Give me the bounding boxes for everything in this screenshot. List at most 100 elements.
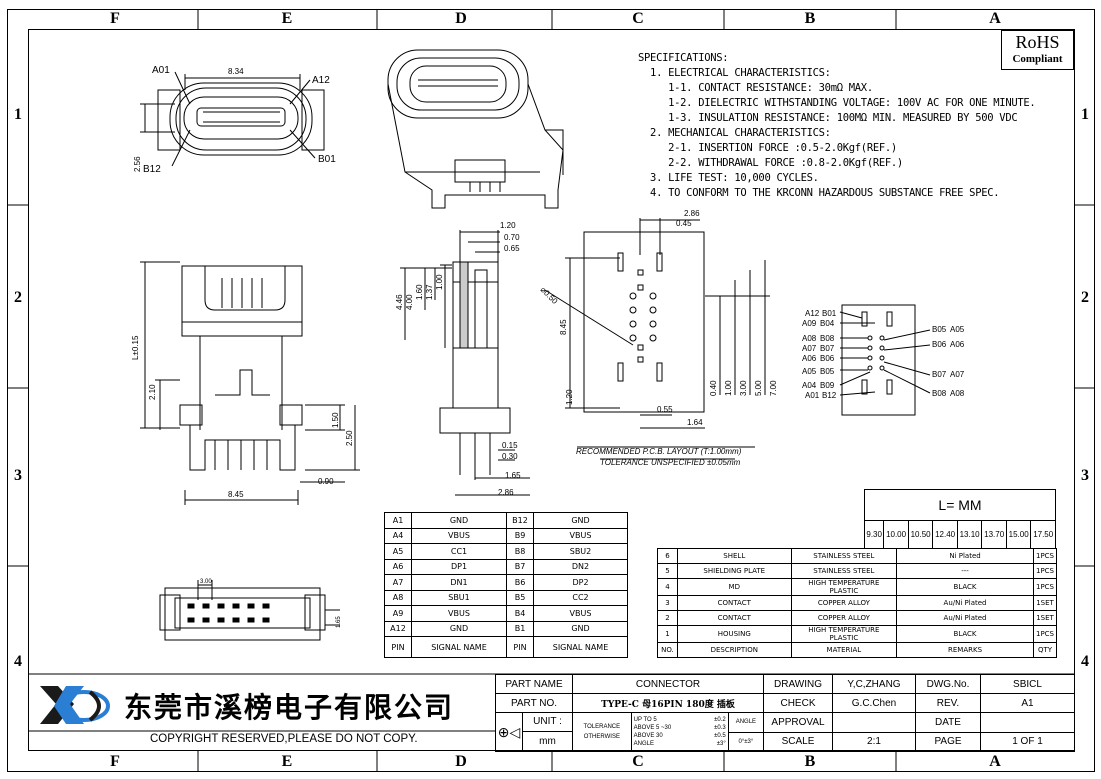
length-value: 10.50 — [907, 520, 934, 549]
dim-pcb-top: 2.86 — [684, 209, 700, 218]
outer-frame — [7, 9, 1095, 772]
pin-label-left: B08 — [820, 334, 835, 343]
projection-icon: ⊕◁ — [497, 723, 521, 740]
zone-bottom-b: B — [804, 753, 816, 770]
bottom-view — [159, 580, 340, 641]
pin-label-left: B09 — [820, 381, 835, 390]
company-logo — [40, 686, 110, 724]
zone-top-e: E — [281, 10, 293, 27]
dim-mid-e: 0.30 — [502, 452, 518, 461]
label-a01: A01 — [152, 65, 170, 76]
length-value: 12.40 — [932, 520, 958, 549]
dim-side-width: 8.45 — [228, 490, 244, 499]
dim-bottom: 3.00 — [200, 579, 212, 585]
zone-bottom-c: C — [632, 753, 644, 770]
dim-side-c: 2.50 — [345, 430, 354, 446]
pin-label-right: B08 — [932, 389, 947, 398]
dim-front-width: 8.34 — [228, 67, 244, 76]
dim-pcb-v4: 7.00 — [769, 380, 778, 396]
spec-line: 1-3. INSULATION RESISTANCE: 100MΩ MIN. M… — [638, 112, 1018, 124]
zone-bottom-e: E — [281, 753, 293, 770]
zone-bottom-d: D — [455, 753, 467, 770]
dim-mid-d: 0.15 — [502, 441, 518, 450]
side-view — [140, 261, 360, 505]
dim-mid-h4: 1.37 — [425, 284, 434, 300]
dim-pcb-v1: 1.00 — [724, 380, 733, 396]
spec-line: 1-1. CONTACT RESISTANCE: 30mΩ MAX. — [638, 82, 873, 94]
drawing-label: DRAWING — [763, 674, 833, 694]
dim-pcb-top2: 0.45 — [676, 219, 692, 228]
specifications-block: SPECIFICATIONS: 1. ELECTRICAL CHARACTERI… — [638, 51, 1036, 201]
pcb-layout — [544, 218, 770, 460]
spec-line: 2-2. WITHDRAWAL FORCE :0.8-2.0Kgf(REF.) — [638, 157, 903, 169]
pin-label-right: B06 — [932, 340, 947, 349]
dim-pcb-v3: 5.00 — [754, 380, 763, 396]
zone-top-d: D — [455, 10, 467, 27]
rohs-badge: RoHS Compliant — [1001, 30, 1074, 70]
pin-label-left: A06 — [802, 354, 817, 363]
dim-mid-h3: 1.60 — [415, 284, 424, 300]
dim-mid-g: 2.86 — [498, 488, 514, 497]
zone-left-1: 1 — [14, 106, 22, 123]
page-label: PAGE — [915, 731, 981, 752]
angle-tolerance: 0°±3° — [727, 731, 765, 752]
dim-pcb-b1: 0.55 — [657, 405, 673, 414]
pin-label-right: A06 — [950, 340, 965, 349]
copyright-notice: COPYRIGHT RESERVED,PLEASE DO NOT COPY. — [150, 733, 418, 745]
length-value: 13.10 — [956, 520, 983, 549]
check-value: G.C.Chen — [832, 693, 916, 713]
label-a12: A12 — [312, 75, 330, 86]
pinout-view — [839, 304, 931, 416]
rev-label: REV. — [915, 693, 981, 713]
dwg-label: DWG.No. — [915, 674, 981, 694]
dim-mid-a: 1.20 — [500, 221, 516, 230]
front-view — [140, 71, 325, 167]
dim-pcb-b2: 1.64 — [687, 418, 703, 427]
label-b01: B01 — [318, 154, 336, 165]
part-no-label: PART NO. — [495, 693, 573, 713]
dim-mid-h2: 4.00 — [405, 294, 414, 310]
section-view — [400, 230, 530, 496]
rohs-subtitle: Compliant — [1012, 53, 1063, 65]
pin-label-left: B04 — [820, 319, 835, 328]
pcb-tolerance: TOLERANCE UNSPECIFIED ±0.05mm — [600, 458, 741, 467]
dim-bottom-h: 1.65 — [336, 616, 342, 628]
dim-side-b: 1.50 — [331, 412, 340, 428]
part-name-value: CONNECTOR — [572, 674, 764, 694]
dim-side-a: 2.10 — [148, 384, 157, 400]
rohs-title: RoHS — [1015, 32, 1060, 52]
pin-label-left: A05 — [802, 367, 817, 376]
spec-line: 1-2. DIELECTRIC WITHSTANDING VOLTAGE: 10… — [638, 97, 1036, 109]
pin-label-right: A07 — [950, 370, 965, 379]
approval-label: APPROVAL — [763, 712, 833, 733]
dwg-value: SBICL — [980, 674, 1075, 694]
zone-left-4: 4 — [14, 653, 22, 670]
length-value: 13.70 — [981, 520, 1007, 549]
pin-label-left: A07 — [802, 344, 817, 353]
pin-label-right: A05 — [950, 325, 965, 334]
dim-mid-h1: 4.46 — [395, 294, 404, 310]
drawing-value: Y,C,ZHANG — [832, 674, 916, 694]
dim-mid-b: 0.70 — [504, 233, 520, 242]
length-table: L= MM 9.30 10.00 10.50 12.40 13.10 13.70… — [863, 489, 1056, 549]
zone-top-f: F — [110, 10, 120, 27]
pin-label-left: B05 — [820, 367, 835, 376]
zone-right-3: 3 — [1081, 467, 1089, 484]
pin-label-right: B05 — [932, 325, 947, 334]
otherwise-label: OTHERWISE — [583, 734, 620, 740]
spec-line: 2. MECHANICAL CHARACTERISTICS: — [638, 127, 831, 139]
part-no-value: TYPE-C 母16PIN 180度 插板 — [572, 693, 764, 713]
zone-top-c: C — [632, 10, 644, 27]
spec-line: 3. LIFE TEST: 10,000 CYCLES. — [638, 172, 819, 184]
pin-label-right: A08 — [950, 389, 965, 398]
tolerance-label: TOLERANCE — [583, 724, 621, 730]
zone-right-4: 4 — [1081, 653, 1089, 670]
